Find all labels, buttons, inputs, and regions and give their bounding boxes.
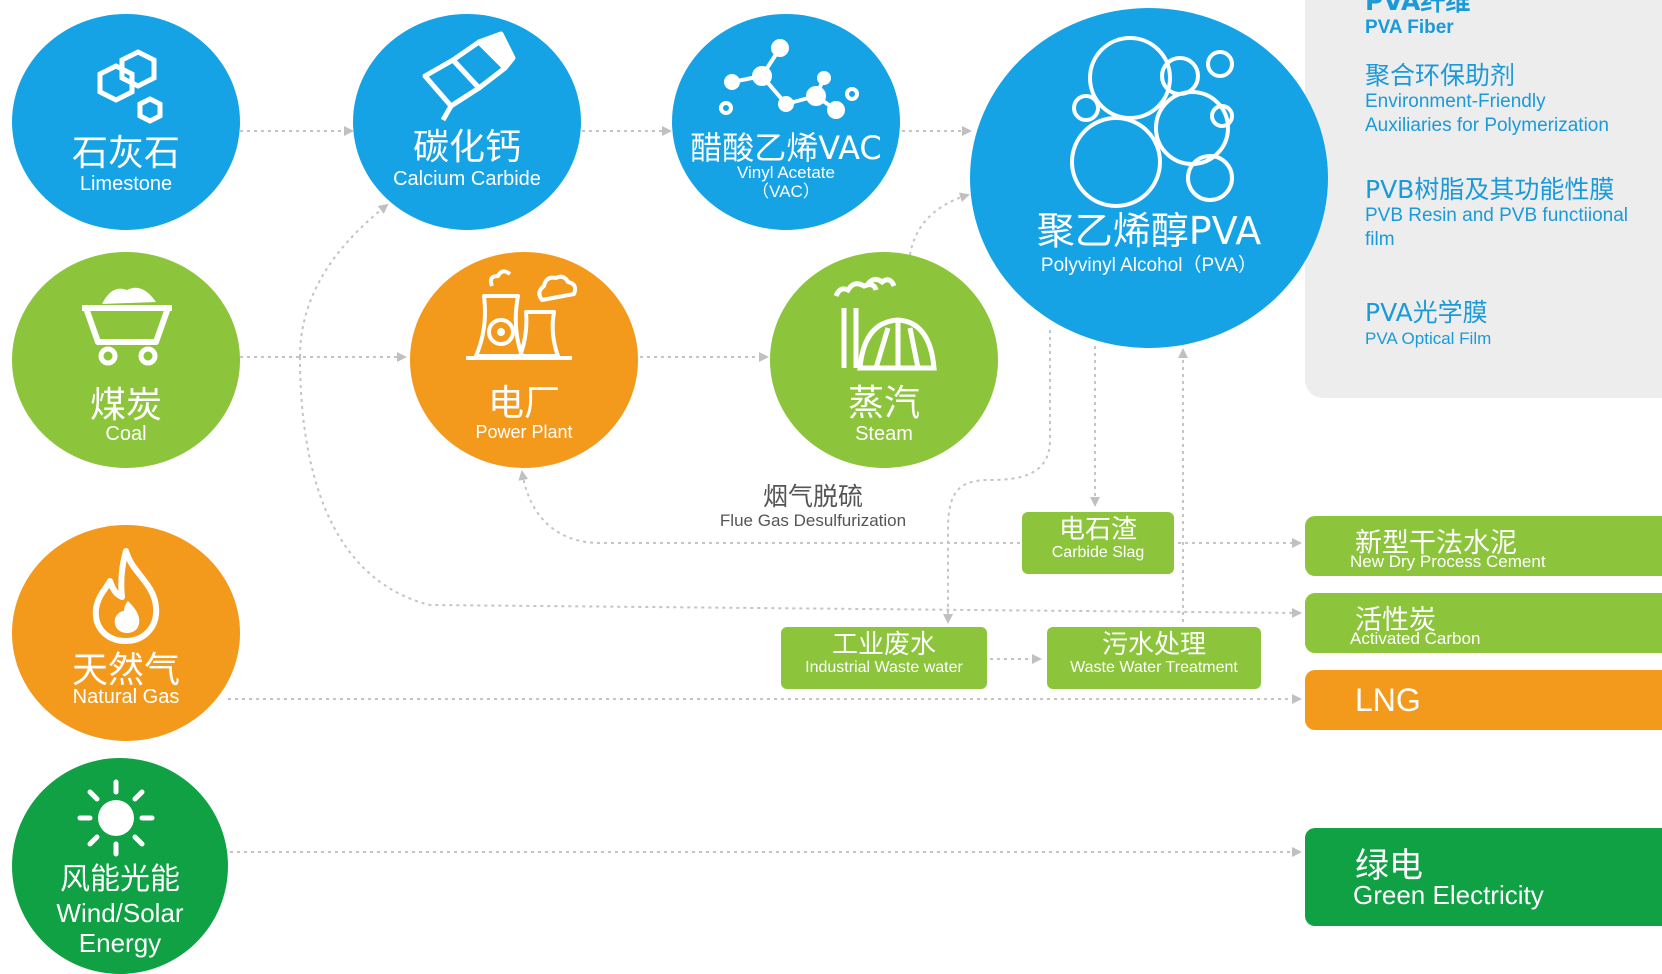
carbide-slag-zh: 电石渣 bbox=[1058, 515, 1137, 545]
cement-zh: 新型干法水泥 bbox=[1355, 528, 1517, 559]
pva-fiber-zh: PVA纤维 bbox=[1365, 0, 1471, 16]
flue-gas-en: Flue Gas Desulfurization bbox=[719, 511, 907, 530]
calcium-carbide-zh: 碳化钙 bbox=[412, 127, 521, 168]
vac-en-1: Vinyl Acetate bbox=[737, 163, 835, 182]
industrial-waste-water-box: 工业废水 Industrial Waste water bbox=[781, 627, 987, 689]
pvb-en-2: film bbox=[1365, 229, 1395, 250]
hexagon-icon bbox=[97, 49, 163, 124]
pva-product-optical-film: PVA光学膜 PVA Optical Film bbox=[1365, 299, 1491, 351]
waste-water-en: Industrial Waste water bbox=[805, 659, 963, 676]
pva-product-auxiliaries: 聚合环保助剂 Environment-Friendly Auxiliaries … bbox=[1365, 62, 1609, 138]
pva-product-pvb: PVB树脂及其功能性膜 PVB Resin and PVB functiiona… bbox=[1365, 176, 1628, 252]
natural-gas-zh: 天然气 bbox=[71, 650, 180, 691]
wind-solar-zh: 风能光能 bbox=[60, 862, 180, 897]
wind-solar-node: 风能光能 Wind/Solar Energy bbox=[12, 758, 228, 974]
green-zh: 绿电 bbox=[1355, 846, 1423, 886]
product-green-electricity: 绿电 Green Electricity bbox=[1305, 828, 1662, 926]
arrow-pva-wastewater bbox=[943, 330, 1051, 624]
product-lng: LNG bbox=[1305, 670, 1662, 730]
coal-node: 煤炭 Coal bbox=[12, 252, 240, 468]
arrow-steam-pva bbox=[909, 192, 970, 256]
steam-en: Steam bbox=[855, 423, 913, 445]
factory-icon bbox=[833, 276, 937, 371]
power-plant-node: 电厂 Power Plant bbox=[410, 252, 638, 468]
flue-gas-zh: 烟气脱硫 bbox=[762, 482, 863, 511]
coal-en: Coal bbox=[105, 423, 147, 445]
lng-label: LNG bbox=[1355, 682, 1421, 718]
pvb-zh: PVB树脂及其功能性膜 bbox=[1365, 175, 1615, 204]
limestone-zh: 石灰石 bbox=[71, 133, 180, 174]
power-plant-zh: 电厂 bbox=[487, 383, 560, 424]
carbon-zh: 活性炭 bbox=[1355, 605, 1436, 636]
carbide-slag-en: Carbide Slag bbox=[1051, 544, 1145, 561]
bubbles-icon bbox=[1070, 36, 1234, 208]
crystal-icon bbox=[422, 31, 516, 122]
waste-water-treatment-box: 污水处理 Waste Water Treatment bbox=[1047, 627, 1261, 689]
coal-cart-icon bbox=[82, 287, 172, 366]
coal-zh: 煤炭 bbox=[89, 385, 162, 426]
arrow-loop-to-carbon bbox=[299, 356, 1302, 618]
auxiliaries-en-1: Environment-Friendly bbox=[1365, 91, 1546, 112]
pva-products-panel bbox=[1305, 0, 1662, 398]
steam-node: 蒸汽 Steam bbox=[770, 252, 998, 468]
calcium-carbide-en: Calcium Carbide bbox=[393, 168, 541, 190]
pva-product-fiber: PVA纤维 PVA Fiber bbox=[1365, 0, 1470, 40]
auxiliaries-zh: 聚合环保助剂 bbox=[1365, 61, 1516, 90]
steam-zh: 蒸汽 bbox=[847, 383, 920, 424]
pva-zh: 聚乙烯醇PVA bbox=[1036, 209, 1262, 253]
carbon-en: Activated Carbon bbox=[1350, 629, 1481, 648]
power-plant-icon bbox=[466, 269, 578, 360]
arrow-slag-flue bbox=[518, 470, 1020, 544]
sun-icon bbox=[77, 779, 155, 857]
product-activated-carbon: 活性炭 Activated Carbon bbox=[1305, 593, 1662, 653]
vac-en-2: （VAC） bbox=[752, 182, 820, 201]
limestone-en: Limestone bbox=[79, 173, 173, 195]
carbide-slag-box: 电石渣 Carbide Slag bbox=[1022, 512, 1174, 574]
arrow-coal-carbide bbox=[299, 203, 389, 358]
pva-fiber-en: PVA Fiber bbox=[1365, 17, 1454, 38]
natural-gas-node: 天然气 Natural Gas bbox=[12, 525, 240, 741]
treatment-en: Waste Water Treatment bbox=[1070, 659, 1238, 676]
molecule-icon bbox=[719, 39, 859, 119]
optical-film-zh: PVA光学膜 bbox=[1365, 298, 1488, 327]
optical-film-en: PVA Optical Film bbox=[1365, 329, 1492, 348]
calcium-carbide-node: 碳化钙 Calcium Carbide bbox=[353, 14, 581, 230]
wind-solar-en-2: Energy bbox=[78, 928, 162, 958]
cement-en: New Dry Process Cement bbox=[1350, 552, 1546, 571]
wind-solar-en-1: Wind/Solar bbox=[56, 898, 184, 928]
vac-zh: 醋酸乙烯VAC bbox=[690, 129, 882, 167]
pva-en: Polyvinyl Alcohol（PVA） bbox=[1040, 255, 1258, 276]
flue-gas-label: 烟气脱硫 Flue Gas Desulfurization bbox=[708, 483, 918, 531]
green-en: Green Electricity bbox=[1353, 880, 1544, 910]
product-cement: 新型干法水泥 New Dry Process Cement bbox=[1305, 516, 1662, 576]
auxiliaries-en-2: Auxiliaries for Polymerization bbox=[1365, 115, 1609, 136]
pvb-en-1: PVB Resin and PVB functiional bbox=[1365, 205, 1628, 226]
treatment-zh: 污水处理 bbox=[1101, 630, 1206, 660]
natural-gas-en: Natural Gas bbox=[72, 686, 180, 708]
limestone-node: 石灰石 Limestone bbox=[12, 14, 240, 230]
waste-water-zh: 工业废水 bbox=[831, 630, 936, 660]
vac-node: 醋酸乙烯VAC Vinyl Acetate （VAC） bbox=[672, 14, 900, 230]
power-plant-en: Power Plant bbox=[475, 422, 573, 442]
flame-icon bbox=[92, 548, 160, 644]
pva-node: 聚乙烯醇PVA Polyvinyl Alcohol（PVA） bbox=[970, 8, 1328, 348]
